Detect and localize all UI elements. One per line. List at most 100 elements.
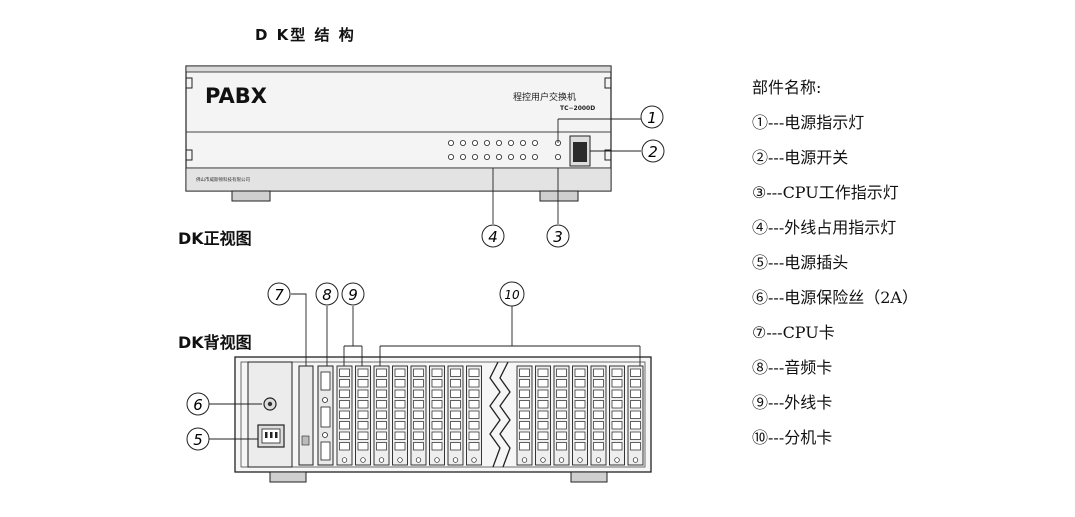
- model-code: TC−2000D: [560, 105, 595, 112]
- callout-1: 1: [640, 105, 664, 129]
- legend-item: ⑥---电源保险丝（2A）: [752, 288, 918, 307]
- rj11-port: [431, 442, 443, 451]
- rj11-port: [394, 379, 406, 388]
- callout-5: 5: [186, 427, 210, 451]
- rj11-port: [630, 421, 641, 430]
- rj11-port: [574, 442, 586, 451]
- led-indicator: [459, 153, 466, 160]
- rj11-port: [593, 379, 604, 388]
- legend-item: ②---电源开关: [752, 148, 849, 167]
- slot-screw: [360, 457, 366, 463]
- rj11-port: [593, 421, 604, 430]
- rj11-port: [413, 421, 424, 430]
- rj11-port: [611, 431, 623, 440]
- callout-8: 8: [315, 282, 339, 306]
- brand-logo: PABX: [205, 84, 267, 108]
- svg-text:1: 1: [647, 109, 657, 127]
- rj11-port: [611, 410, 623, 419]
- rj11-port: [431, 410, 443, 419]
- led-indicator: [495, 153, 502, 160]
- rj11-port: [394, 410, 406, 419]
- rj11-port: [431, 368, 443, 377]
- front-foot-right: [539, 190, 579, 202]
- led-indicator: [532, 139, 539, 146]
- parts-legend: 部件名称: ①---电源指示灯 ②---电源开关 ③---CPU工作指示灯 ④-…: [752, 74, 918, 459]
- legend-item: ⑩---分机卡: [752, 428, 833, 447]
- rj11-port: [519, 400, 530, 409]
- model-name: 程控用户交换机: [513, 91, 576, 103]
- slot-screw: [614, 457, 620, 463]
- svg-text:5: 5: [193, 431, 203, 449]
- rj11-port: [630, 410, 641, 419]
- slot-screw: [521, 457, 528, 463]
- rj11-port: [357, 442, 369, 451]
- rj11-port: [537, 442, 549, 451]
- led-indicator: [471, 139, 478, 146]
- rj11-port: [630, 389, 641, 398]
- rj11-port: [357, 410, 369, 419]
- rj11-port: [468, 431, 480, 440]
- rj11-port: [630, 442, 641, 451]
- rj11-port: [593, 389, 604, 398]
- callout-7: 7: [267, 282, 291, 306]
- legend-item: ⑦---CPU卡: [752, 323, 835, 342]
- slot-screw: [452, 457, 459, 463]
- rj11-port: [611, 400, 623, 409]
- rj11-port: [394, 442, 406, 451]
- card-slots: [336, 365, 644, 466]
- rj11-port: [339, 442, 350, 451]
- rj11-port: [357, 421, 369, 430]
- led-indicator: [447, 139, 454, 146]
- slot-screw: [471, 457, 477, 463]
- rj11-port: [339, 431, 350, 440]
- slot-screw: [558, 457, 565, 463]
- rj11-port: [611, 442, 623, 451]
- slot-screw: [397, 457, 403, 463]
- rj11-port: [376, 431, 387, 440]
- rj11-port: [357, 431, 369, 440]
- led-indicator: [532, 153, 539, 160]
- rj11-port: [611, 368, 623, 377]
- svg-text:4: 4: [488, 228, 498, 246]
- rj11-port: [376, 379, 387, 388]
- legend-item: ①---电源指示灯: [752, 113, 865, 132]
- rj11-port: [394, 431, 406, 440]
- front-view-label: DK正视图: [178, 229, 252, 248]
- rj11-port: [537, 379, 549, 388]
- rj11-port: [556, 442, 567, 451]
- rj11-port: [630, 368, 641, 377]
- rj11-port: [574, 379, 586, 388]
- rj11-port: [574, 410, 586, 419]
- svg-text:10: 10: [504, 288, 520, 302]
- break-line: [489, 361, 501, 468]
- rj11-port: [394, 368, 406, 377]
- rj11-port: [394, 421, 406, 430]
- rj11-port: [450, 431, 461, 440]
- rj11-port: [537, 410, 549, 419]
- rj11-port: [413, 400, 424, 409]
- rj11-port: [630, 400, 641, 409]
- rj11-port: [556, 421, 567, 430]
- rj11-port: [468, 400, 480, 409]
- legend-item: ⑧---音频卡: [752, 358, 833, 377]
- rj11-port: [357, 400, 369, 409]
- rj11-port: [339, 379, 350, 388]
- rj11-port: [413, 410, 424, 419]
- led-indicator: [507, 153, 514, 160]
- rj11-port: [519, 442, 530, 451]
- legend-title: 部件名称:: [752, 78, 822, 97]
- rj11-port: [431, 400, 443, 409]
- callout-6: 6: [186, 392, 210, 416]
- slot-screw: [540, 457, 546, 463]
- slot-screw: [595, 457, 602, 463]
- led-indicator: [483, 139, 490, 146]
- slot-screw: [378, 457, 385, 463]
- rj11-port: [537, 421, 549, 430]
- rj11-port: [413, 431, 424, 440]
- rj11-port: [468, 442, 480, 451]
- rj11-port: [450, 389, 461, 398]
- rj11-port: [519, 421, 530, 430]
- rj11-port: [593, 431, 604, 440]
- rj11-port: [394, 400, 406, 409]
- rj11-port: [450, 368, 461, 377]
